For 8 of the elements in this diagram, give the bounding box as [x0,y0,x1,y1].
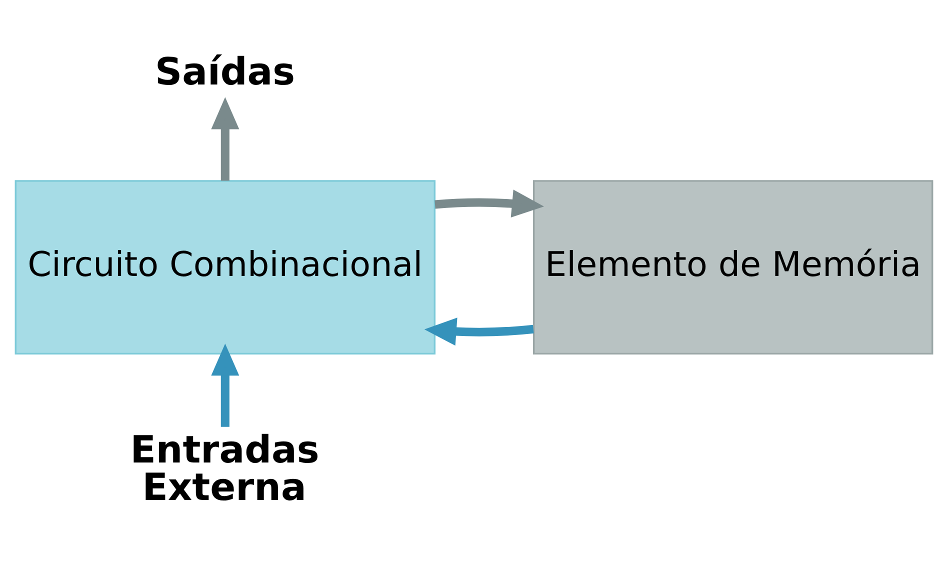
arrow [211,344,240,427]
node-text: Entradas Externa [130,427,320,510]
node-text: Saídas [155,49,296,94]
node-box: Elemento de Memória [533,180,934,355]
arrow [434,190,544,218]
arrow [424,318,534,346]
node-box: Circuito Combinacional [14,180,436,355]
arrow [211,97,240,181]
